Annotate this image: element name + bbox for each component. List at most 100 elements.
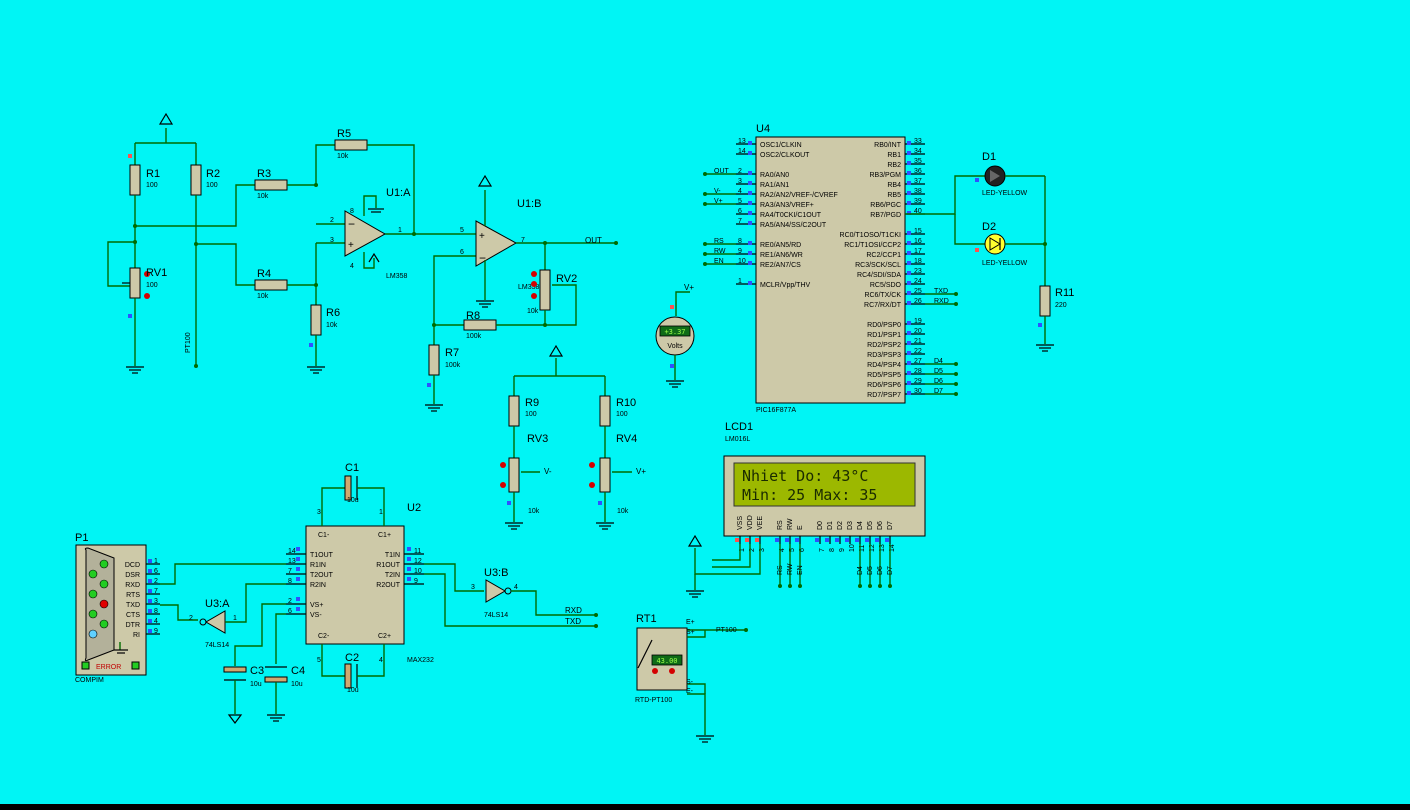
power-terminal-mid[interactable] [548, 344, 564, 376]
r6-value: 10k [326, 322, 338, 329]
lcd-pin-num: 2 [749, 548, 756, 552]
max232-pin-name: T2IN [385, 572, 400, 579]
voltmeter[interactable]: V+ +3.37 Volts [655, 283, 695, 388]
resistor-r4[interactable]: R4 10k [196, 243, 317, 300]
c1-value: 10u [347, 497, 359, 504]
r11-value: 220 [1055, 302, 1067, 309]
pic-pin-num: 37 [914, 178, 922, 185]
capacitor-c2[interactable]: C2 10u [321, 644, 385, 694]
u1a-part: LM358 [386, 273, 408, 280]
resistor-r11[interactable]: R11 220 [1036, 176, 1074, 352]
pic-pin-name: RD1/PSP1 [867, 332, 901, 339]
resistor-r3[interactable]: R3 10k [135, 168, 316, 227]
r8-value: 100k [466, 333, 482, 340]
microcontroller-u4[interactable]: U4 PIC16F877A 13OSC1/CLKIN14OSC2/CLKOUT2… [703, 123, 958, 414]
lcd-supply-wiring [686, 534, 761, 598]
potentiometer-rv4[interactable]: RV4 10k V+ [589, 433, 646, 530]
lcd-pin-num: 14 [889, 544, 896, 552]
compim-pin-num: 1 [154, 558, 158, 565]
compim-pin-name: DTR [126, 622, 140, 629]
inverter-u3a[interactable]: U3:A 2 1 74LS14 [189, 583, 286, 649]
pic-net-label: RS [714, 238, 724, 245]
lcd-net-label: D7 [887, 566, 894, 575]
max232-pin-num: 8 [288, 578, 292, 585]
pic-pin-name: RC7/RX/DT [864, 302, 902, 309]
resistor-r10[interactable]: R10 100 [599, 376, 636, 458]
pt100-label: PT100 [185, 332, 192, 353]
inverter-u3b[interactable]: U3:B 3 4 74LS14 [471, 567, 596, 619]
resistor-r1[interactable]: R1 100 [128, 143, 160, 242]
resistor-r2[interactable]: R2 100 PT100 [185, 143, 220, 366]
pic-net-label: OUT [714, 168, 730, 175]
d2-ref: D2 [982, 221, 996, 233]
svg-text:−: − [479, 251, 486, 265]
lcd-pin-num: 8 [829, 548, 836, 552]
svg-text:2: 2 [330, 217, 334, 224]
c1-ref: C1 [345, 462, 359, 474]
svg-text:4: 4 [379, 657, 383, 664]
max232-pin-name: VS- [310, 612, 322, 619]
resistor-r7[interactable]: R7 100k [425, 325, 461, 412]
led-d1[interactable]: D1 LED-YELLOW [905, 151, 1045, 215]
compim-pin-num: 8 [154, 608, 158, 615]
lcd-net-label: RW [787, 563, 794, 575]
rtd-sensor-rt1[interactable]: RT1 43.00 RTD-PT100 E+ S+ S- E- PT100 [635, 613, 748, 743]
lcd-line-1: Nhiet Do: 43°C [742, 467, 868, 485]
max232-pin-name: VS+ [310, 602, 323, 609]
pic-pin-num: 8 [738, 238, 742, 245]
rtd-reading: 43.00 [656, 657, 677, 665]
max232-pin-name: R2IN [310, 582, 326, 589]
potentiometer-rv2[interactable]: RV2 10k [527, 243, 577, 326]
pic-pin-name: RC3/SCK/SCL [855, 262, 901, 269]
resistor-r9[interactable]: R9 100 [508, 376, 539, 458]
max232-pin-name: R2OUT [376, 582, 400, 589]
c4-value: 10u [291, 681, 303, 688]
pic-pin-name: RA3/AN3/VREF+ [760, 202, 814, 209]
potentiometer-rv3[interactable]: RV3 10k V- [500, 433, 552, 530]
opamp-u1b[interactable]: + − 5 6 7 U1:B LM358 OUT [433, 174, 618, 325]
u1b-part: LM358 [518, 284, 540, 291]
rv4-value: 10k [617, 508, 629, 515]
led-d2[interactable]: D2 LED-YELLOW [954, 214, 1045, 267]
lcd-pin-name: D0 [817, 521, 824, 530]
resistor-r6[interactable]: R6 10k [307, 283, 340, 374]
pic-right-pins: 33RB0/INT34RB135RB236RB3/PGM37RB438RB539… [840, 138, 958, 399]
capacitor-c1[interactable]: C1 10u [321, 462, 385, 526]
lcd-net-label: RS [777, 565, 784, 575]
svg-text:E-: E- [686, 688, 694, 695]
compim-pin-num: 2 [154, 578, 158, 585]
svg-text:6: 6 [460, 249, 464, 256]
lcd-pin-num: 6 [799, 548, 806, 552]
capacitor-c3[interactable]: C3 10u [223, 665, 264, 724]
lcd-pin-num: 12 [869, 544, 876, 552]
r4-value: 10k [257, 293, 269, 300]
pic-net-label: D6 [934, 378, 943, 385]
power-terminal-top[interactable] [158, 112, 174, 143]
lcd1-ref: LCD1 [725, 421, 753, 433]
pic-pin-name: RB5 [887, 192, 901, 199]
lcd-lcd1[interactable]: LCD1 LM016L Nhiet Do: 43°C Min: 25 Max: … [723, 421, 926, 588]
pic-pin-num: 33 [914, 138, 922, 145]
svg-text:E+: E+ [686, 619, 695, 626]
u1a-ref: U1:A [386, 187, 411, 199]
pic-pin-name: OSC2/CLKOUT [760, 152, 810, 159]
svg-text:1: 1 [398, 227, 402, 234]
svg-text:+: + [348, 240, 354, 251]
capacitor-c4[interactable]: C4 10u [264, 665, 305, 722]
d2-part: LED-YELLOW [982, 260, 1028, 267]
max232-u2[interactable]: U2 MAX232 C1- C1+ C2- C2+ 3 1 5 4 14T1OU… [286, 502, 434, 664]
r4-ref: R4 [257, 268, 271, 280]
lcd-pin-num: 1 [739, 548, 746, 552]
potentiometer-rv1[interactable]: RV1 100 [107, 241, 167, 366]
pic-pin-num: 38 [914, 188, 922, 195]
svg-text:−: − [348, 217, 355, 231]
resistor-r5[interactable]: R5 10k [315, 128, 415, 234]
compim-pin-name: RI [133, 632, 140, 639]
r11-ref: R11 [1055, 287, 1074, 299]
pic-pin-num: 25 [914, 288, 922, 295]
opamp-u1a[interactable]: − + 2 3 1 8 4 U1:A LM358 [316, 187, 460, 280]
pic-net-label: RW [714, 248, 726, 255]
